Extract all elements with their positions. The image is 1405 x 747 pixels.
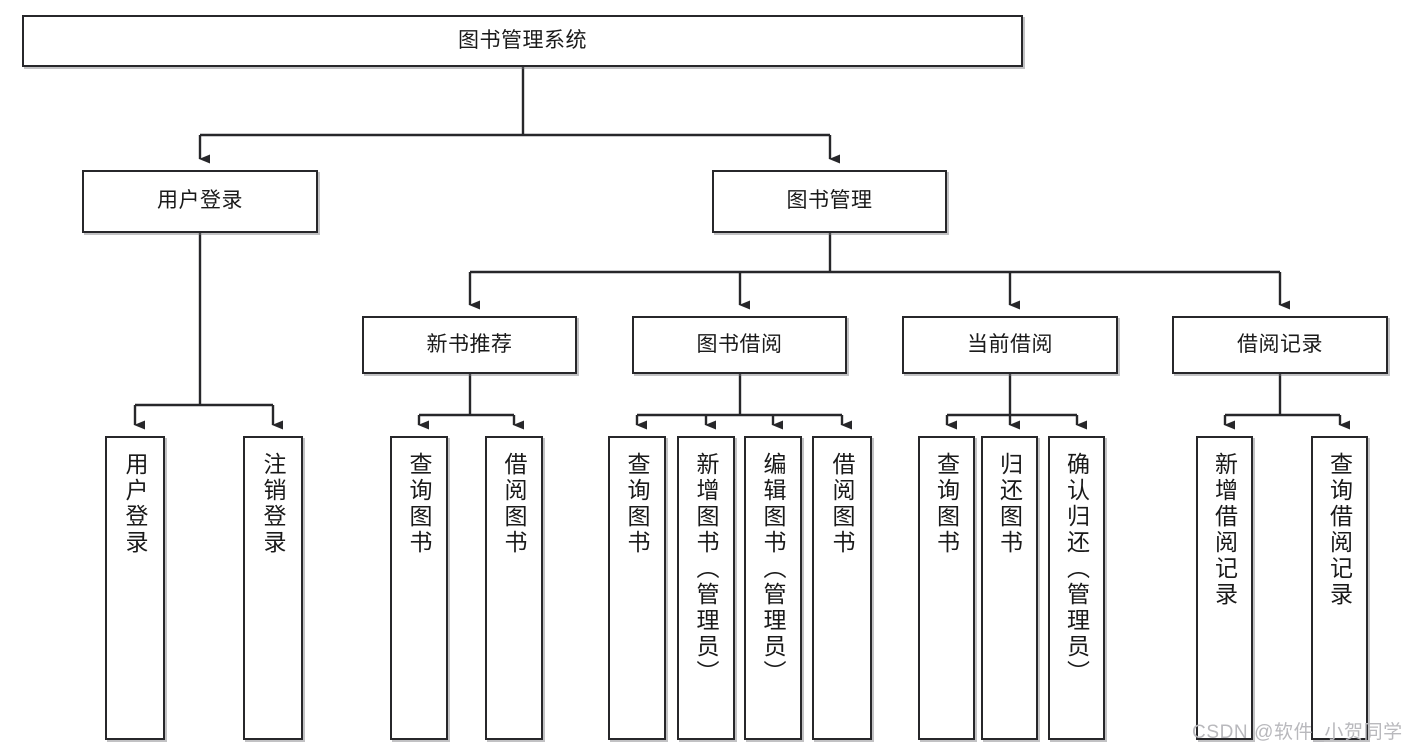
node-l2a[interactable]: 新书推荐 [362,316,577,374]
node-label: 新增图书（管理员） [693,452,720,686]
node-leaf-b2[interactable]: 借阅图书 [812,436,872,740]
node-label: 借阅图书 [501,452,528,556]
node-label: 查询借阅记录 [1326,452,1353,608]
node-l1b[interactable]: 图书管理 [712,170,947,233]
node-root[interactable]: 图书管理系统 [22,15,1023,67]
node-leaf-login[interactable]: 用户登录 [105,436,165,740]
node-label: 用户登录 [122,452,149,556]
node-leaf-cret[interactable]: 确认归还（管理员） [1048,436,1105,740]
node-leaf-logout[interactable]: 注销登录 [243,436,303,740]
node-label: 新书推荐 [426,332,513,356]
node-label: 查询图书 [624,452,651,556]
node-l2b[interactable]: 图书借阅 [632,316,847,374]
node-label: 查询图书 [406,452,433,556]
node-leaf-b1[interactable]: 借阅图书 [485,436,543,740]
node-leaf-qrec[interactable]: 查询借阅记录 [1311,436,1368,740]
node-label: 图书管理系统 [458,28,587,52]
node-label: 当前借阅 [967,332,1053,356]
node-label: 借阅记录 [1237,332,1323,356]
node-label: 注销登录 [260,452,287,556]
node-label: 确认归还（管理员） [1063,452,1090,686]
node-label: 编辑图书（管理员） [760,452,787,686]
node-leaf-q1[interactable]: 查询图书 [390,436,448,740]
node-leaf-ret[interactable]: 归还图书 [981,436,1038,740]
node-label: 用户登录 [157,189,243,213]
node-l2c[interactable]: 当前借阅 [902,316,1118,374]
node-leaf-nrec[interactable]: 新增借阅记录 [1196,436,1253,740]
node-label: 归还图书 [996,452,1023,556]
node-leaf-edit[interactable]: 编辑图书（管理员） [744,436,802,740]
csdn-watermark: CSDN @软件_小贺同学 [1192,722,1403,743]
node-label: 图书借阅 [696,332,783,356]
node-label: 借阅图书 [829,452,856,556]
node-leaf-q3[interactable]: 查询图书 [918,436,975,740]
node-leaf-q2[interactable]: 查询图书 [608,436,666,740]
node-label: 新增借阅记录 [1211,452,1238,608]
node-l1a[interactable]: 用户登录 [82,170,318,233]
node-label: 查询图书 [933,452,960,556]
node-leaf-add[interactable]: 新增图书（管理员） [677,436,735,740]
node-l2d[interactable]: 借阅记录 [1172,316,1388,374]
node-label: 图书管理 [786,189,873,213]
